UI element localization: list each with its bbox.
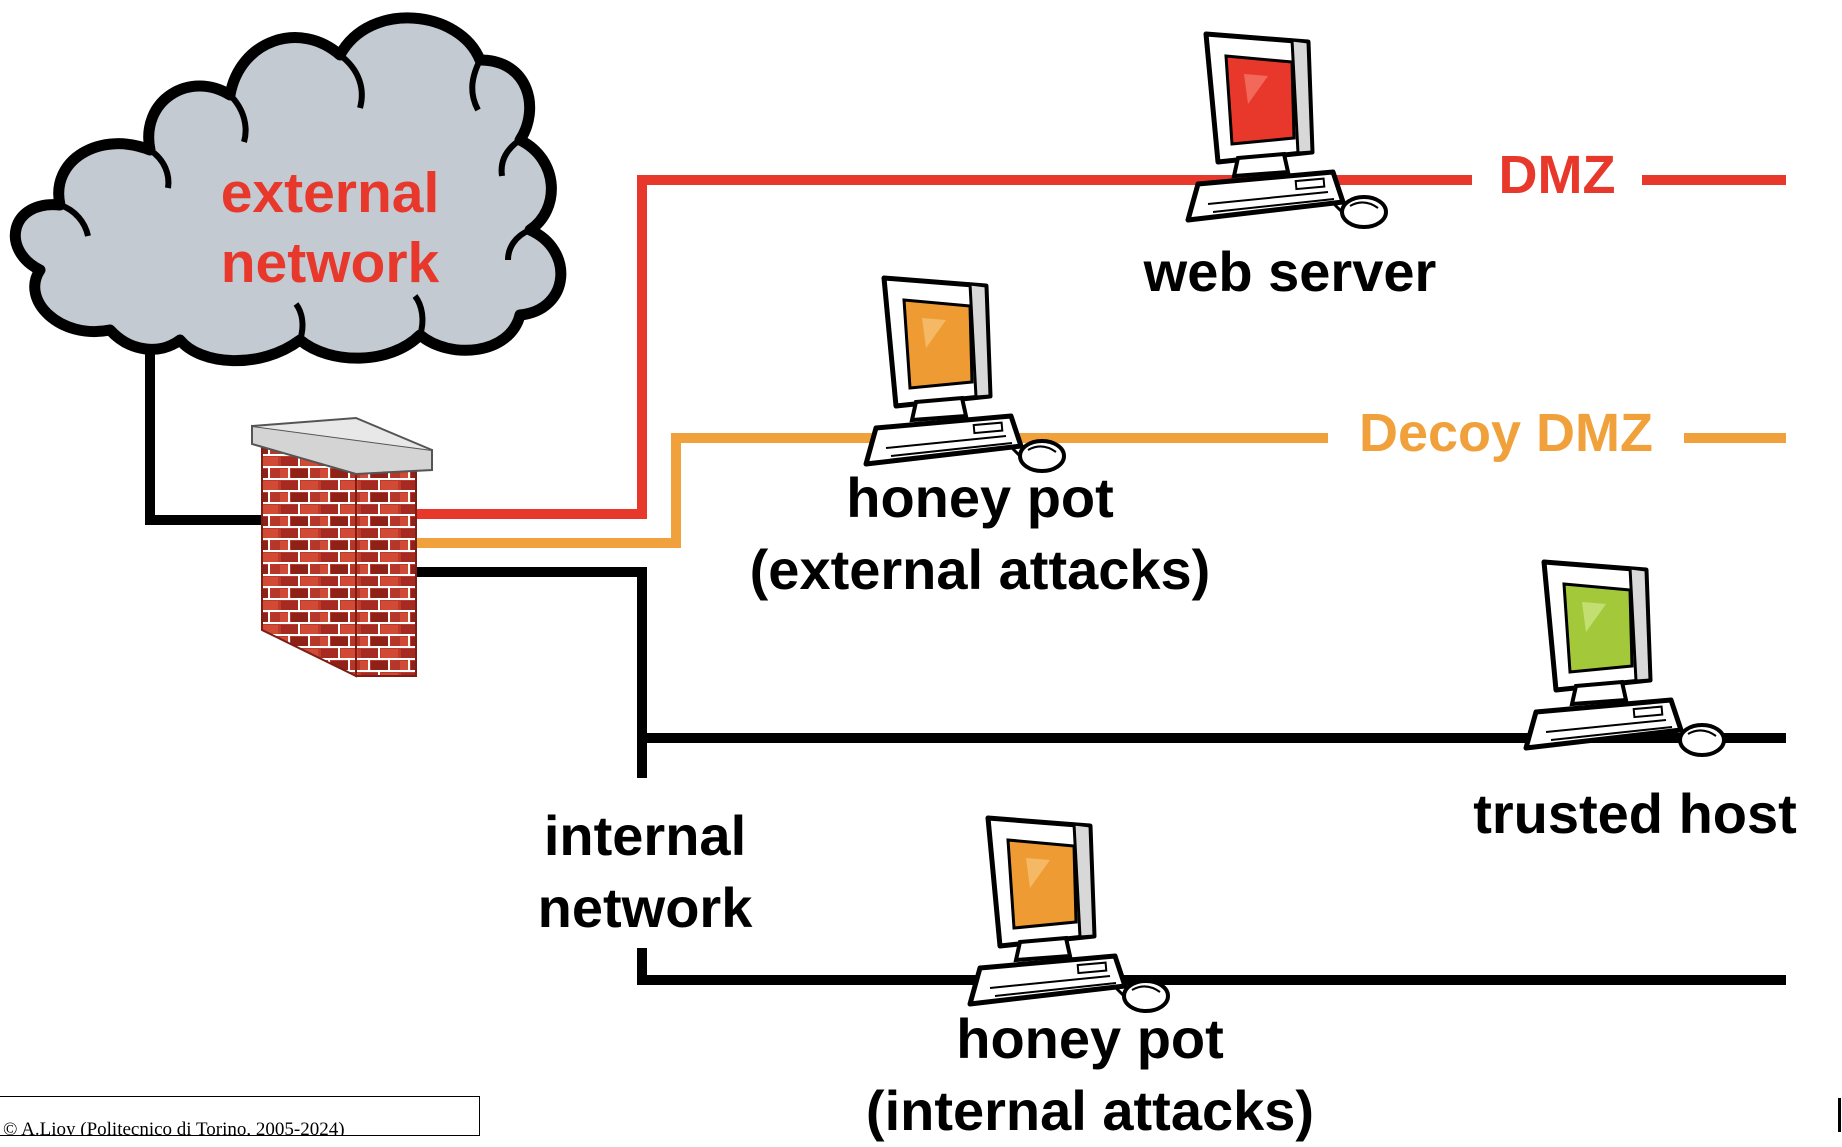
- dmz-line: [414, 175, 1786, 519]
- internal-network-line1: internal: [543, 804, 747, 867]
- honeypot-external-line2: (external attacks): [749, 538, 1211, 601]
- web-server-label: web server: [1143, 240, 1437, 303]
- external-network-line2: network: [220, 231, 440, 295]
- honeypot-internal-line2: (internal attacks): [865, 1079, 1315, 1142]
- honeypot-internal-icon: [970, 818, 1168, 1011]
- honeypot-internal-line1: honey pot: [956, 1007, 1224, 1070]
- honeypot-external-line1: honey pot: [846, 466, 1114, 529]
- copyright-notice: © A.Lioy (Politecnico di Torino, 2005-20…: [0, 1096, 480, 1136]
- internal-network-label: internal network: [520, 800, 770, 944]
- internal-network-line2: network: [537, 876, 753, 939]
- trusted-host-icon: [1526, 562, 1724, 755]
- honeypot-external-icon: [866, 278, 1064, 471]
- external-network-label: external network: [150, 158, 510, 298]
- page-edge-divider: [1838, 1098, 1841, 1132]
- decoy-dmz-label: Decoy DMZ: [1328, 406, 1684, 460]
- web-server-icon: [1188, 34, 1386, 227]
- dmz-label: DMZ: [1472, 148, 1642, 202]
- trusted-host-label: trusted host: [1473, 782, 1797, 845]
- firewall-icon: [251, 416, 433, 678]
- uplink-line: [145, 330, 270, 525]
- internal-line: [414, 567, 647, 778]
- internal-honeypot-line: [637, 948, 1786, 985]
- external-network-line1: external: [220, 161, 440, 225]
- decoy-dmz-line: [414, 433, 1786, 548]
- honeypot-external-label: honey pot (external attacks): [720, 462, 1240, 606]
- honeypot-internal-label: honey pot (internal attacks): [820, 1003, 1360, 1147]
- cloud-icon: [9, 12, 567, 367]
